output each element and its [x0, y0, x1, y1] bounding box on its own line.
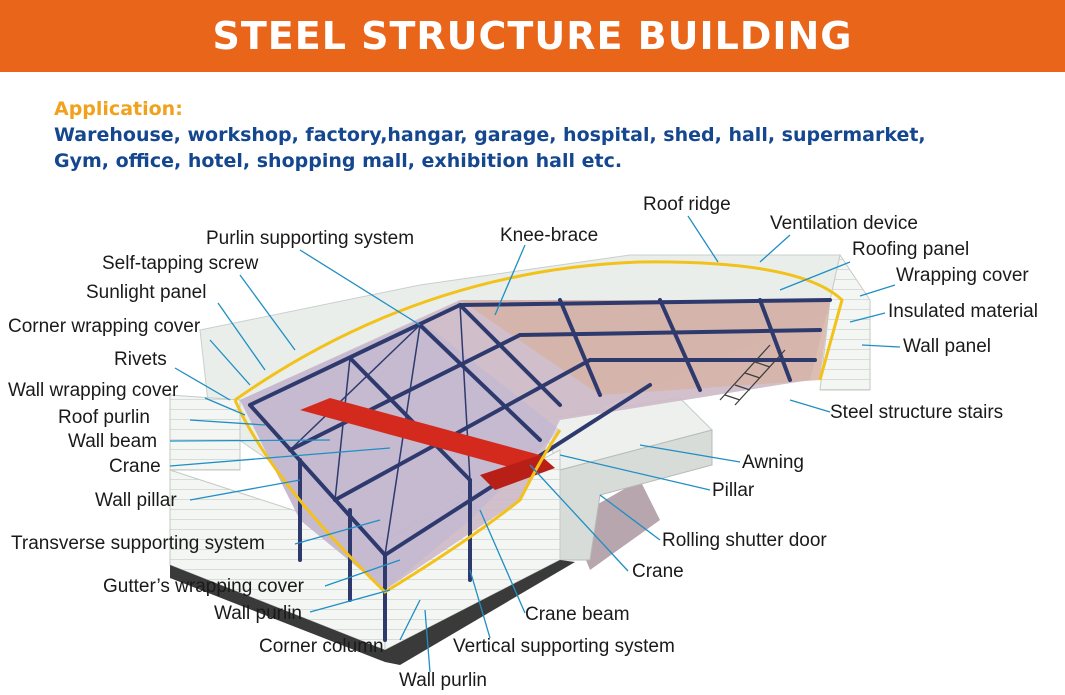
label-vertical-supporting-system: Vertical supporting system	[453, 636, 675, 657]
application-label: Application:	[54, 98, 183, 120]
application-line-2: Gym, office, hotel, shopping mall, exhib…	[54, 150, 623, 172]
crane-trolley	[480, 455, 555, 490]
label-wall-purlin-2: Wall purlin	[399, 670, 487, 691]
label-self-tapping-screw: Self-tapping screw	[102, 253, 259, 274]
steel-structure-stairs-drawing	[719, 344, 786, 406]
title-banner: STEEL STRUCTURE BUILDING	[0, 0, 1065, 72]
page-title: STEEL STRUCTURE BUILDING	[212, 14, 853, 58]
label-wall-beam: Wall beam	[68, 431, 158, 452]
label-wall-pillar: Wall pillar	[95, 490, 177, 511]
application-line-1: Warehouse, workshop, factory,hangar, gar…	[54, 124, 926, 146]
shutter-door-area	[570, 480, 660, 570]
cutaway-edge	[233, 260, 844, 594]
label-wall-purlin-1: Wall purlin	[214, 603, 302, 624]
label-crane-right: Crane	[632, 561, 684, 582]
application-block: Application: Warehouse, workshop, factor…	[54, 96, 926, 174]
label-roof-purlin: Roof purlin	[58, 407, 150, 428]
label-rolling-shutter-door: Rolling shutter door	[662, 530, 827, 551]
label-ventilation-device: Ventilation device	[770, 213, 918, 234]
label-transverse-supporting-system: Transverse supporting system	[11, 533, 265, 554]
label-pillar: Pillar	[712, 480, 755, 501]
label-steel-structure-stairs: Steel structure stairs	[830, 402, 1004, 423]
label-corner-wrapping-cover: Corner wrapping cover	[8, 316, 201, 337]
label-awning: Awning	[742, 452, 804, 473]
label-rivets: Rivets	[114, 349, 167, 370]
label-wrapping-cover: Wrapping cover	[896, 265, 1029, 286]
label-knee-brace: Knee-brace	[500, 225, 599, 246]
label-insulated-material: Insulated material	[888, 301, 1038, 322]
label-wall-wrapping-cover: Wall wrapping cover	[8, 380, 179, 401]
label-wall-panel: Wall panel	[903, 336, 992, 357]
label-roofing-panel: Roofing panel	[852, 239, 970, 260]
label-crane-left: Crane	[109, 456, 161, 477]
label-purlin-supporting-system: Purlin supporting system	[206, 228, 415, 249]
left-wall	[169, 394, 241, 471]
interior-back	[460, 300, 830, 395]
leader-lines	[169, 215, 901, 673]
label-gutters-wrapping-cover: Gutter’s wrapping cover	[103, 576, 305, 597]
wall-base	[170, 565, 400, 665]
label-crane-beam: Crane beam	[525, 604, 630, 625]
label-roof-ridge: Roof ridge	[643, 194, 731, 215]
label-corner-column: Corner column	[259, 636, 384, 657]
crane	[300, 398, 540, 470]
label-sunlight-panel: Sunlight panel	[86, 282, 207, 303]
wall-base-right	[385, 560, 575, 665]
